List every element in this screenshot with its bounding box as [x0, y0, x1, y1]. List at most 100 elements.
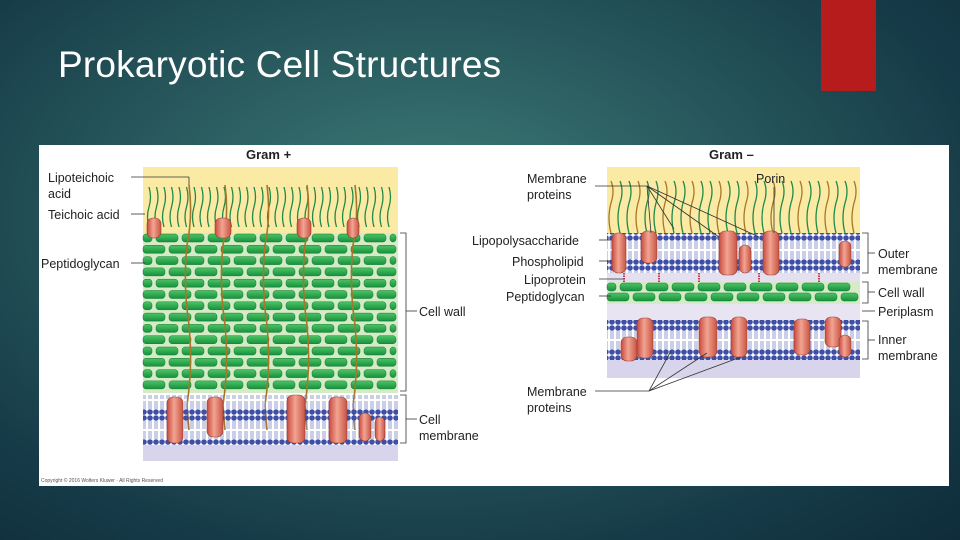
peptidoglycan-brick	[272, 245, 296, 254]
label-cell-membrane-line1: Cell	[419, 413, 441, 427]
teichoic-acid-strand	[176, 186, 182, 228]
lipopolysaccharide-strand	[743, 180, 749, 234]
peptidoglycan-brick	[233, 233, 257, 243]
peptidoglycan-brick	[259, 369, 283, 378]
peptidoglycan-brick	[298, 380, 322, 390]
peptidoglycan-brick	[220, 245, 244, 254]
label-lipoteichoic-acid-line2: acid	[48, 187, 71, 201]
lipopolysaccharide-strand	[635, 180, 641, 234]
peptidoglycan-brick	[376, 245, 397, 254]
peptidoglycan-brick	[155, 256, 179, 265]
lipopolysaccharide-strand	[833, 180, 839, 234]
peptidoglycan-brick	[207, 256, 231, 265]
gram-negative-exterior	[607, 167, 860, 233]
lipopolysaccharide-strand	[707, 180, 713, 234]
peptidoglycan-brick	[298, 358, 322, 367]
peptidoglycan-brick	[168, 290, 192, 299]
peptidoglycan-brick	[272, 290, 296, 299]
peptidoglycan-brick	[246, 358, 270, 367]
surface-protein	[346, 217, 360, 239]
peptidoglycan-brick	[298, 245, 322, 254]
peptidoglycan-brick	[827, 282, 851, 292]
peptidoglycan-brick	[350, 358, 374, 367]
label-inner-membrane-line1: Inner	[878, 333, 907, 347]
peptidoglycan-brick	[749, 282, 773, 292]
peptidoglycan-brick	[311, 301, 335, 311]
lipopolysaccharide-strand	[770, 180, 776, 234]
gram-negative-cytoplasm	[607, 360, 860, 378]
lipopolysaccharide-strand	[608, 180, 614, 234]
peptidoglycan-brick	[298, 290, 322, 299]
peptidoglycan-brick	[814, 292, 838, 302]
surface-protein	[296, 217, 312, 239]
peptidoglycan-brick	[723, 282, 747, 292]
peptidoglycan-brick	[272, 335, 296, 344]
label-outer-membrane-line1: Outer	[878, 247, 909, 261]
lipopolysaccharide-strand	[851, 180, 857, 234]
peptidoglycan-brick	[350, 312, 374, 322]
inner-membrane-protein	[793, 318, 811, 356]
copyright-notice: Copyright © 2016 Wolters Kluwer · All Ri…	[41, 477, 163, 484]
lipopolysaccharide-chains	[608, 180, 857, 234]
label-peptidoglycan-gram-positive: Peptidoglycan	[41, 257, 120, 271]
peptidoglycan-brick	[350, 380, 374, 390]
lipopolysaccharide-strand	[824, 180, 830, 234]
inner-membrane-protein	[824, 316, 842, 348]
gram-negative-panel	[606, 167, 860, 378]
peptidoglycan-brick	[285, 369, 309, 378]
teichoic-acid-strand	[371, 186, 377, 228]
peptidoglycan-brick	[259, 346, 283, 356]
peptidoglycan-brick	[246, 267, 270, 277]
peptidoglycan-brick	[376, 312, 397, 322]
inner-membrane-protein	[838, 334, 852, 358]
lipopolysaccharide-strand	[806, 180, 812, 234]
peptidoglycan-brick	[142, 301, 153, 311]
peptidoglycan-brick	[389, 233, 397, 243]
peptidoglycan-brick	[233, 324, 257, 333]
teichoic-acid-strand	[289, 186, 294, 228]
peptidoglycan-brick	[181, 346, 205, 356]
peptidoglycan-brick	[181, 256, 205, 265]
peptidoglycan-brick	[168, 245, 192, 254]
gram-negative-peptidoglycan-layer	[606, 282, 859, 302]
peptidoglycan-brick	[272, 312, 296, 322]
peptidoglycan-brick	[142, 245, 166, 254]
peptidoglycan-brick	[246, 312, 270, 322]
peptidoglycan-brick	[337, 256, 361, 265]
teichoic-acid-strand	[274, 186, 279, 228]
peptidoglycan-brick	[311, 346, 335, 356]
label-inner-membrane-line2: membrane	[878, 349, 938, 363]
peptidoglycan-brick	[207, 346, 231, 356]
peptidoglycan-brick	[259, 324, 283, 333]
peptidoglycan-brick	[194, 290, 218, 299]
teichoic-acid-strand	[244, 186, 249, 228]
cell-wall-diagram: Gram + Gram – Lipoteichoic acid Teichoic…	[41, 147, 938, 484]
peptidoglycan-brick	[658, 292, 682, 302]
membrane-protein	[328, 396, 348, 444]
peptidoglycan-brick	[155, 301, 179, 311]
peptidoglycan-brick	[207, 278, 231, 288]
peptidoglycan-brick	[194, 358, 218, 367]
peptidoglycan-brick	[337, 369, 361, 378]
peptidoglycan-brick	[233, 369, 257, 378]
peptidoglycan-brick	[181, 324, 205, 333]
peptidoglycan-brick	[194, 245, 218, 254]
gram-positive-membrane-proteins	[166, 394, 386, 444]
peptidoglycan-brick	[389, 278, 397, 288]
peptidoglycan-brick	[220, 312, 244, 322]
peptidoglycan-brick	[142, 369, 153, 378]
peptidoglycan-brick	[155, 346, 179, 356]
peptidoglycan-brick	[142, 324, 153, 333]
peptidoglycan-brick	[324, 335, 348, 344]
peptidoglycan-brick	[350, 245, 374, 254]
gram-positive-panel	[142, 167, 398, 461]
peptidoglycan-brick	[246, 290, 270, 299]
peptidoglycan-brick	[311, 324, 335, 333]
peptidoglycan-brick	[324, 267, 348, 277]
gram-negative-header: Gram –	[709, 147, 754, 162]
peptidoglycan-brick	[632, 292, 656, 302]
label-porin: Porin	[756, 172, 785, 186]
teichoic-acid-strand	[379, 186, 384, 228]
peptidoglycan-brick	[233, 301, 257, 311]
peptidoglycan-brick	[350, 267, 374, 277]
